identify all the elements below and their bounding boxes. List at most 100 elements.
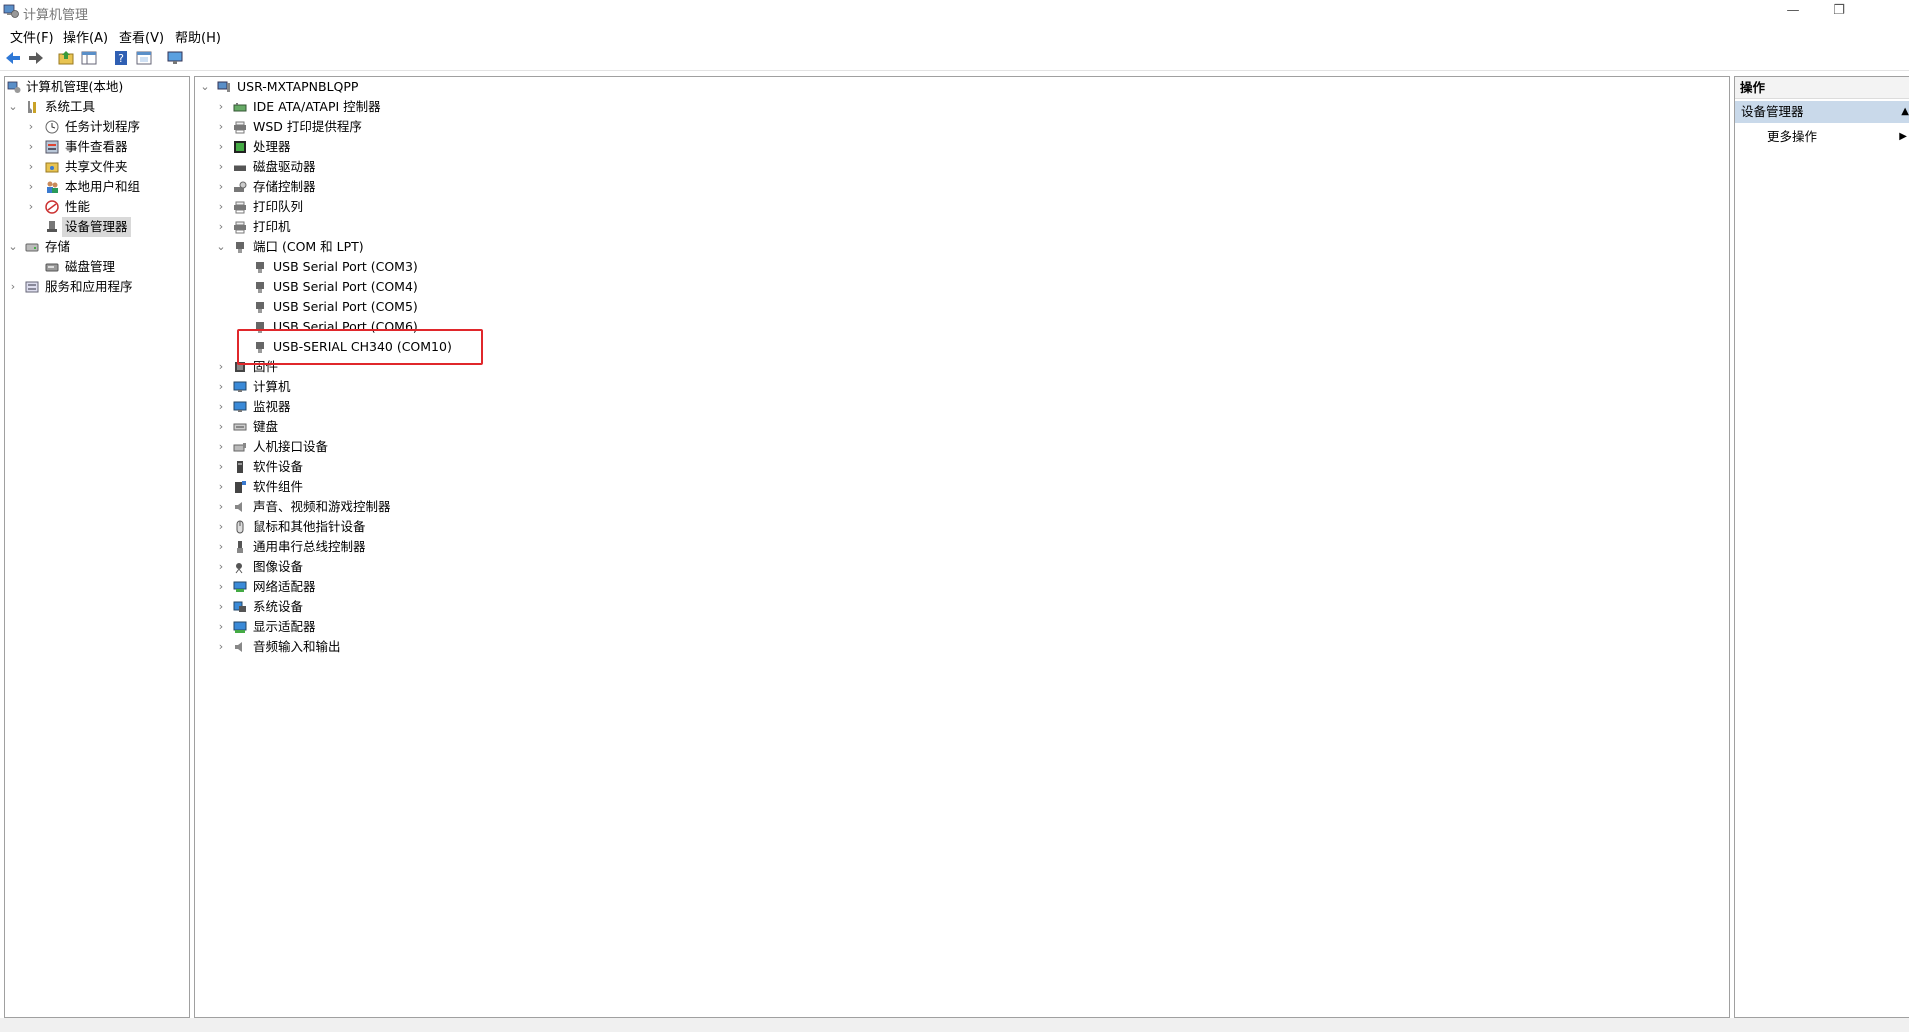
device-category-label: 监视器 (253, 399, 291, 414)
status-bar (0, 1018, 1909, 1032)
menu-help[interactable]: 帮助(H) (175, 31, 221, 46)
device-category-label: 磁盘驱动器 (253, 159, 316, 174)
chevron-right-icon[interactable]: › (218, 600, 224, 613)
device-category-label: 软件设备 (253, 459, 304, 474)
print-queue-icon (234, 201, 246, 214)
tree-label: 存储 (45, 239, 71, 254)
device-category-label: 计算机 (253, 379, 291, 394)
chevron-right-icon[interactable]: › (218, 120, 224, 133)
software-component-icon (235, 481, 246, 493)
submenu-arrow-icon[interactable]: ▶ (1899, 131, 1907, 142)
show-hide-tree-icon[interactable] (80, 49, 98, 67)
chevron-right-icon[interactable]: › (218, 180, 224, 193)
device-category-label: 网络适配器 (253, 579, 316, 594)
actions-section-label: 设备管理器 (1741, 104, 1804, 119)
services-icon (25, 281, 39, 293)
chevron-right-icon[interactable]: › (218, 200, 224, 213)
minimize-button[interactable]: — (1786, 3, 1800, 18)
actions-section-device-manager[interactable]: 设备管理器 ▲ (1735, 101, 1909, 123)
chevron-right-icon[interactable]: › (218, 400, 224, 413)
tree-label: 磁盘管理 (65, 259, 116, 274)
chevron-right-icon[interactable]: › (218, 160, 224, 173)
ide-controller-icon (233, 103, 247, 112)
storage-icon (25, 243, 39, 252)
back-arrow-icon[interactable] (4, 49, 22, 67)
chevron-right-icon[interactable]: › (28, 200, 34, 213)
chevron-right-icon[interactable]: › (218, 440, 224, 453)
toolbar: ? (0, 46, 1909, 71)
chevron-right-icon[interactable]: › (218, 140, 224, 153)
chevron-right-icon[interactable]: › (218, 480, 224, 493)
performance-icon (45, 200, 59, 214)
chevron-right-icon[interactable]: › (218, 580, 224, 593)
chevron-down-icon[interactable]: ⌄ (216, 240, 226, 253)
highlight-box (237, 329, 483, 365)
hid-icon (233, 443, 246, 452)
chevron-right-icon[interactable]: › (10, 280, 16, 293)
chevron-right-icon[interactable]: › (218, 500, 224, 513)
chevron-down-icon[interactable]: ⌄ (8, 240, 18, 253)
device-category-label: 端口 (COM 和 LPT) (253, 239, 364, 254)
chevron-right-icon[interactable]: › (218, 220, 224, 233)
chevron-right-icon[interactable]: › (218, 640, 224, 653)
tree-label: 任务计划程序 (65, 119, 141, 134)
port-icon (256, 302, 264, 313)
computer-icon (233, 381, 247, 392)
tree-label: 计算机管理(本地) (26, 79, 124, 94)
usb-icon (237, 541, 243, 553)
tree-label: 本地用户和组 (65, 179, 141, 194)
device-category-label: 打印机 (253, 219, 291, 234)
device-category-label: 处理器 (253, 139, 291, 154)
close-button[interactable] (1862, 0, 1908, 24)
device-category-label: 键盘 (253, 419, 279, 434)
port-device-label: USB-SERIAL CH340 (COM10) (273, 339, 452, 354)
mouse-icon (236, 520, 244, 534)
menu-view[interactable]: 查看(V) (119, 31, 165, 46)
processor-icon (234, 141, 246, 153)
chevron-right-icon[interactable]: › (218, 620, 224, 633)
device-category-label: IDE ATA/ATAPI 控制器 (253, 99, 381, 114)
help-icon[interactable]: ? (112, 49, 130, 67)
device-category-label: 显示适配器 (253, 619, 316, 634)
storage-controller-icon (234, 181, 247, 192)
properties-icon[interactable] (135, 49, 153, 67)
camera-icon (235, 563, 243, 574)
speaker-icon (235, 502, 242, 512)
firmware-icon (235, 362, 245, 372)
chevron-down-icon[interactable]: ⌄ (200, 80, 210, 93)
disk-drive-icon (234, 165, 246, 171)
menu-bar: 文件(F) 操作(A) 查看(V) 帮助(H) (0, 24, 1909, 46)
printer-icon (234, 221, 246, 234)
more-actions-item[interactable]: 更多操作 (1767, 129, 1818, 144)
chevron-right-icon[interactable]: › (28, 160, 34, 173)
monitor-icon[interactable] (166, 49, 184, 67)
chevron-right-icon[interactable]: › (218, 100, 224, 113)
chevron-right-icon[interactable]: › (218, 360, 224, 373)
chevron-right-icon[interactable]: › (218, 380, 224, 393)
port-device-label: USB Serial Port (COM3) (273, 259, 418, 274)
menu-action[interactable]: 操作(A) (63, 31, 109, 46)
port-device-label: USB Serial Port (COM4) (273, 279, 418, 294)
disk-management-icon (45, 263, 59, 272)
menu-file[interactable]: 文件(F) (10, 31, 54, 46)
chevron-right-icon[interactable]: › (28, 120, 34, 133)
collapse-up-icon[interactable]: ▲ (1901, 106, 1909, 117)
chevron-right-icon[interactable]: › (28, 140, 34, 153)
chevron-right-icon[interactable]: › (218, 520, 224, 533)
chevron-right-icon[interactable]: › (218, 540, 224, 553)
chevron-down-icon[interactable]: ⌄ (8, 100, 18, 113)
chevron-right-icon[interactable]: › (28, 180, 34, 193)
tree-label: 共享文件夹 (65, 159, 128, 174)
forward-arrow-icon[interactable] (27, 49, 45, 67)
device-category-label: 系统设备 (253, 599, 304, 614)
chevron-right-icon[interactable]: › (218, 560, 224, 573)
tree-label: 事件查看器 (65, 139, 128, 154)
device-category-label: 存储控制器 (253, 179, 316, 194)
tree-label: 服务和应用程序 (45, 279, 133, 294)
restore-button[interactable]: ❐ (1833, 3, 1845, 18)
chevron-right-icon[interactable]: › (218, 420, 224, 433)
printer-icon (234, 121, 246, 134)
tree-label: 系统工具 (45, 99, 96, 114)
up-folder-icon[interactable] (57, 49, 75, 67)
chevron-right-icon[interactable]: › (218, 460, 224, 473)
